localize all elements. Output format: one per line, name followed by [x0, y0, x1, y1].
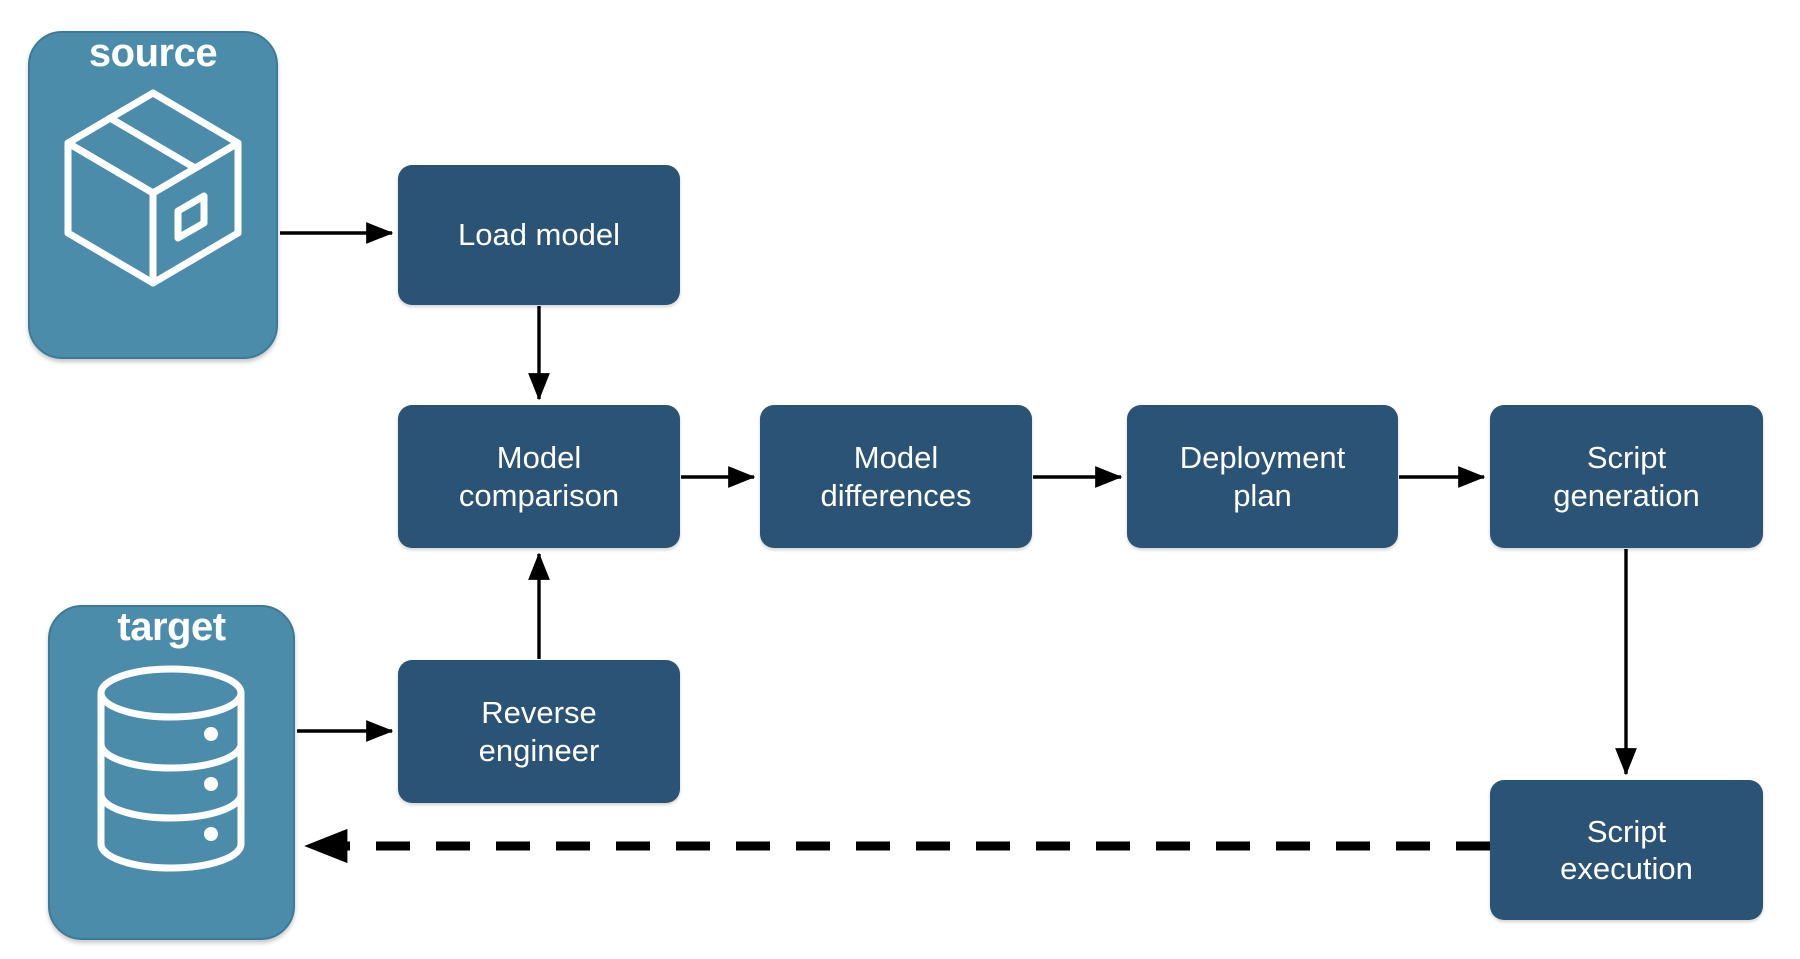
node-target[interactable]: target	[48, 605, 295, 940]
node-script-execution[interactable]: Script execution	[1490, 780, 1763, 920]
node-model-comparison-label: Model comparison	[458, 440, 620, 513]
node-reverse-engineer-label: Reverse engineer	[478, 695, 600, 768]
node-load-model-label: Load model	[457, 217, 620, 253]
package-box-icon	[58, 83, 248, 298]
node-target-label: target	[117, 605, 226, 649]
node-script-generation[interactable]: Script generation	[1490, 405, 1763, 548]
node-deployment-plan[interactable]: Deployment plan	[1127, 405, 1398, 548]
node-script-generation-label: Script generation	[1553, 440, 1700, 513]
node-source-label: source	[88, 31, 218, 75]
node-model-comparison[interactable]: Model comparison	[398, 405, 680, 548]
node-script-execution-label: Script execution	[1560, 813, 1693, 886]
database-cylinder-icon	[89, 661, 254, 881]
node-model-differences[interactable]: Model differences	[760, 405, 1032, 548]
node-source[interactable]: source	[28, 31, 278, 359]
node-deployment-plan-label: Deployment plan	[1179, 440, 1346, 513]
node-reverse-engineer[interactable]: Reverse engineer	[398, 660, 680, 803]
node-model-differences-label: Model differences	[820, 440, 972, 513]
node-load-model[interactable]: Load model	[398, 165, 680, 305]
